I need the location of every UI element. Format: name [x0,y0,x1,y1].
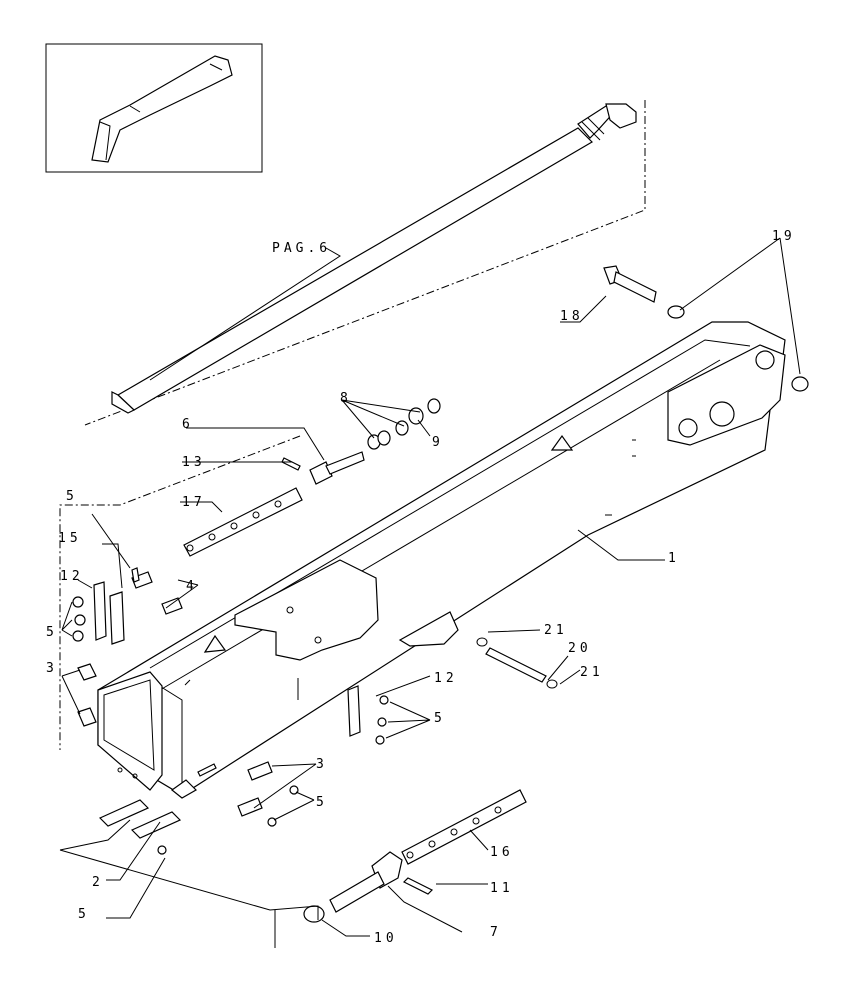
label-part-21-top: 21 [544,623,568,638]
tensioner-bolt-6 [281,451,365,485]
label-part-20: 20 [568,641,592,656]
label-part-5-top: 5 [66,489,78,504]
label-part-7: 7 [490,925,502,940]
label-part-10: 10 [374,931,398,946]
boom-body [97,321,786,796]
wear-pads [77,571,361,839]
label-part-1: 1 [668,551,680,566]
hydraulic-cylinder [111,103,637,414]
label-part-19: 19 [772,229,796,244]
label-part-8: 8 [340,391,352,406]
tensioner-7 [303,851,434,923]
washers-8-9 [367,398,441,450]
label-part-3-left: 3 [46,661,58,676]
label-part-15: 15 [58,531,82,546]
reference-lines [59,100,646,750]
label-part-9: 9 [432,435,444,450]
part-labels: PAG.6 1 2 3 3 4 5 5 5 5 5 6 7 8 9 10 11 … [46,229,796,946]
label-part-3-mid: 3 [316,757,328,772]
label-part-12-left: 12 [60,569,84,584]
chain-16 [401,789,527,865]
label-ref-page: PAG.6 [272,241,331,256]
label-part-12-right: 12 [434,671,458,686]
label-part-21-bottom: 21 [580,665,604,680]
chain-17 [183,487,303,557]
label-part-5-right: 5 [434,711,446,726]
label-part-4: 4 [186,579,198,594]
label-part-11: 11 [490,881,514,896]
label-part-13: 13 [182,455,206,470]
label-part-16: 16 [490,845,514,860]
inset-thumbnail [45,43,263,173]
pins-and-bushings [476,265,809,689]
label-part-5-mid: 5 [316,795,328,810]
label-part-17: 17 [182,495,206,510]
label-part-18: 18 [560,309,584,324]
label-part-2: 2 [92,875,104,890]
label-part-5-left: 5 [46,625,58,640]
label-part-6: 6 [182,417,194,432]
leader-lines [59,237,801,948]
label-part-5-bottom: 5 [78,907,90,922]
